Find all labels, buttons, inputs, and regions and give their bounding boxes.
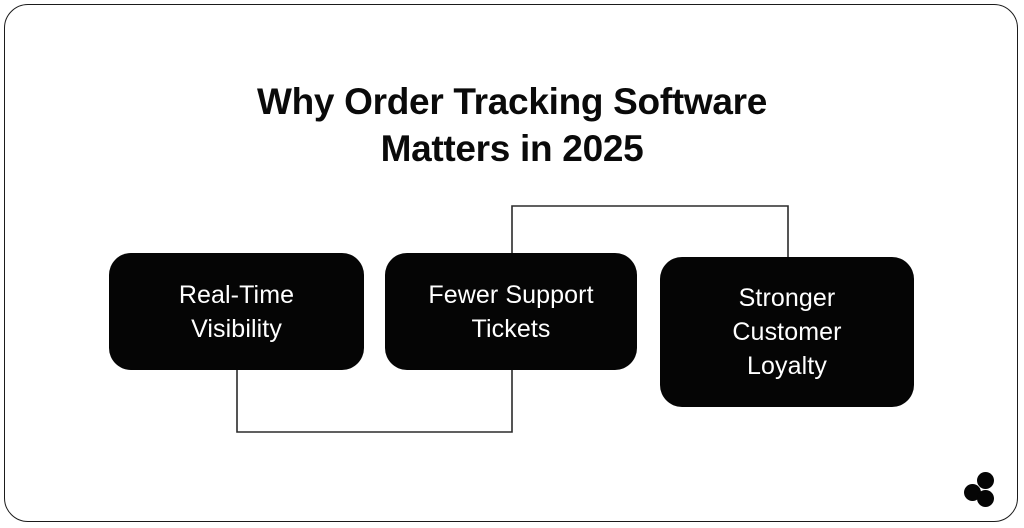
diagram-node-real-time-visibility[interactable]: Real-Time Visibility (109, 253, 364, 370)
diagram-node-label: Fewer Support Tickets (428, 280, 594, 343)
logo-circle-left (964, 484, 981, 501)
diagram-node-stronger-customer-loyalty[interactable]: Stronger Customer Loyalty (660, 257, 914, 407)
logo-circle-top (977, 472, 994, 489)
diagram-node-label: Real-Time Visibility (178, 280, 295, 343)
page-title: Why Order Tracking Software Matters in 2… (256, 81, 768, 169)
logo-circle-bottom (977, 490, 994, 507)
slide-canvas: Why Order Tracking Software Matters in 2… (4, 4, 1018, 522)
connector-visibility-to-fewer-tickets (236, 369, 513, 433)
three-circle-logo-icon (961, 470, 1003, 510)
diagram-node-fewer-support-tickets[interactable]: Fewer Support Tickets (385, 253, 637, 370)
connector-fewer-tickets-to-loyalty (511, 205, 789, 258)
diagram-node-label: Stronger Customer Loyalty (732, 284, 842, 380)
